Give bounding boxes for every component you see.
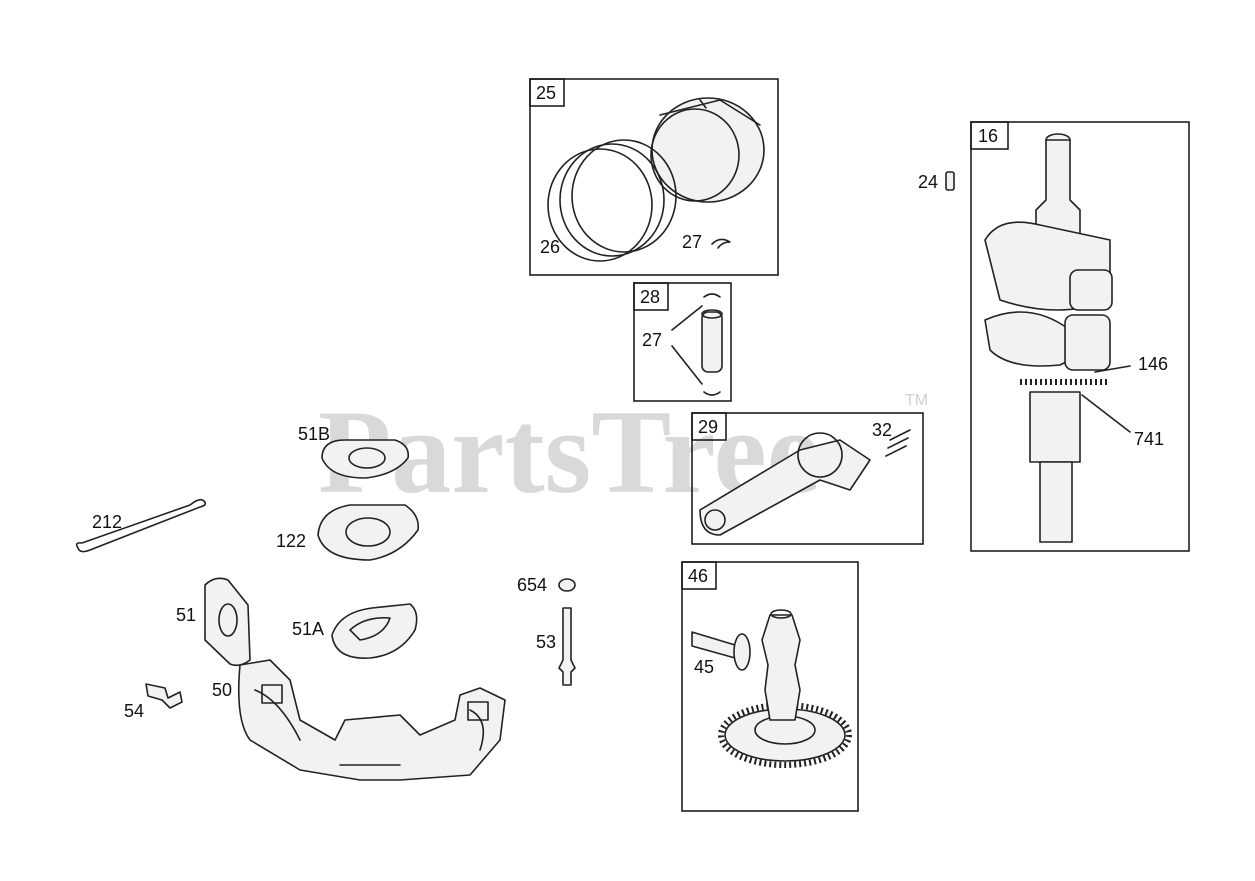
crankshaft-illustration	[984, 133, 1131, 543]
connecting-rod-illustration	[699, 429, 911, 536]
box-29-tag	[691, 412, 727, 441]
manifold-50[interactable]: 50	[212, 659, 506, 781]
box-28[interactable]: 28 27	[633, 282, 732, 402]
callout-50: 50	[212, 680, 232, 700]
box-16-frame	[970, 121, 1190, 552]
callout-741: 741	[1134, 429, 1164, 449]
camshaft-illustration	[691, 609, 852, 768]
box-46[interactable]: 46 45	[681, 561, 859, 812]
callout-51: 51	[176, 605, 196, 625]
callout-51A: 51A	[292, 619, 324, 639]
callout-146: 146	[1138, 354, 1168, 374]
stud-illustration	[558, 607, 576, 686]
bolt-54[interactable]: 54	[124, 683, 183, 721]
watermark-tm: TM	[905, 392, 928, 409]
spacer-122[interactable]: 122	[276, 504, 420, 561]
box-25-label: 25	[536, 83, 556, 103]
gasket-51B-illustration	[321, 439, 410, 479]
key-illustration	[945, 171, 955, 191]
piston-pin-illustration	[671, 293, 723, 396]
box-16-tag	[970, 121, 1009, 150]
box-16-label: 16	[978, 126, 998, 146]
box-28-tag	[633, 282, 669, 311]
box-46-frame	[681, 561, 859, 812]
box-29[interactable]: 29 32	[691, 412, 924, 545]
callout-212: 212	[92, 512, 122, 532]
bolt-illustration	[145, 683, 183, 709]
box-29-label: 29	[698, 417, 718, 437]
callout-27-ring: 27	[682, 232, 702, 252]
box-25[interactable]: 25 26 27	[529, 78, 779, 276]
box-46-label: 46	[688, 566, 708, 586]
key-24[interactable]: 24	[918, 171, 955, 192]
nut-illustration	[558, 578, 576, 592]
gasket-51B[interactable]: 51B	[298, 424, 410, 479]
manifold-illustration	[237, 659, 506, 781]
callout-27-clip: 27	[642, 330, 662, 350]
gasket-51[interactable]: 51	[176, 577, 251, 667]
callout-51B: 51B	[298, 424, 330, 444]
gasket-51A-illustration	[331, 603, 418, 659]
piston-illustration	[547, 97, 765, 262]
link-212[interactable]: 212	[75, 498, 207, 553]
box-16[interactable]: 16 146 741	[970, 121, 1190, 552]
stud-53[interactable]: 53	[536, 607, 576, 686]
gasket-51A[interactable]: 51A	[292, 603, 418, 659]
callout-122: 122	[276, 531, 306, 551]
callout-24: 24	[918, 172, 938, 192]
link-212-illustration	[75, 498, 207, 553]
box-29-frame	[691, 412, 924, 545]
callout-654: 654	[517, 575, 547, 595]
callout-54: 54	[124, 701, 144, 721]
callout-45: 45	[694, 657, 714, 677]
box-46-tag	[681, 561, 717, 590]
box-25-tag	[529, 78, 565, 107]
spacer-122-illustration	[317, 504, 420, 561]
box-25-frame	[529, 78, 779, 276]
box-28-frame	[633, 282, 732, 402]
gasket-51-illustration	[204, 577, 251, 667]
nut-654[interactable]: 654	[517, 575, 576, 595]
callout-26: 26	[540, 237, 560, 257]
callout-53: 53	[536, 632, 556, 652]
box-28-label: 28	[640, 287, 660, 307]
callout-32: 32	[872, 420, 892, 440]
